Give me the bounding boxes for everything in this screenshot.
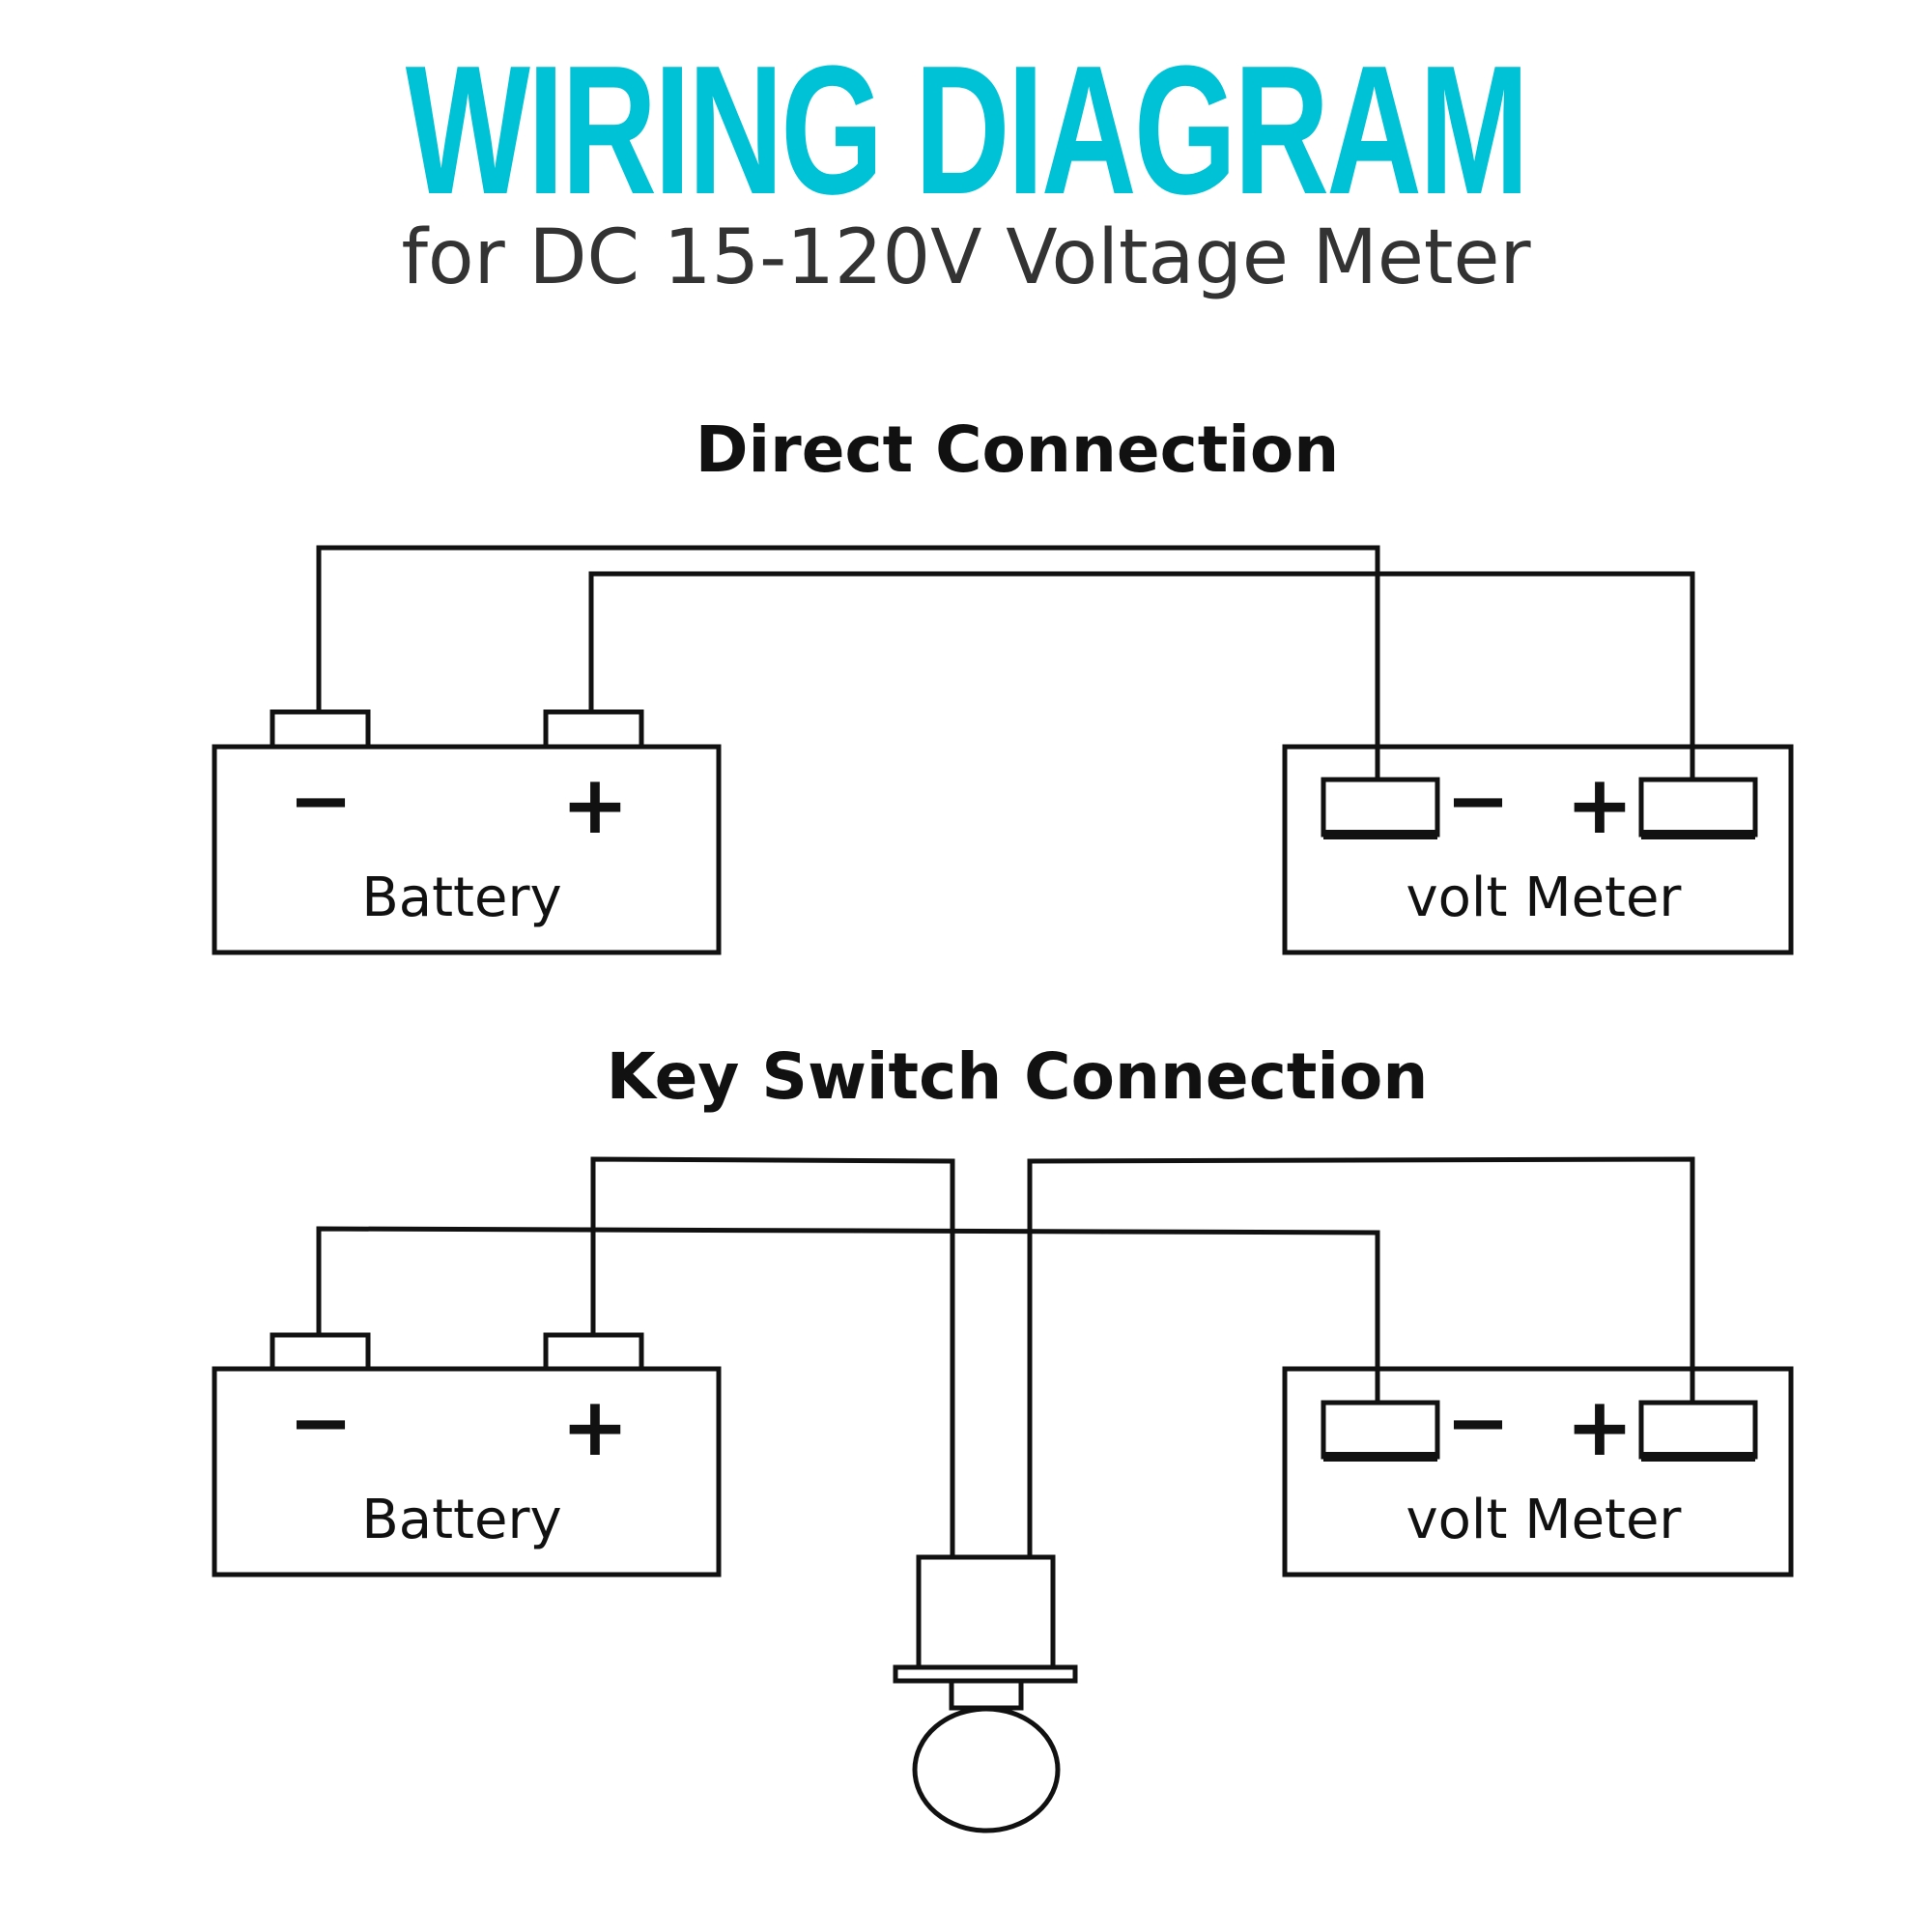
battery-body: [212, 744, 722, 955]
key-switch-knob-icon: [912, 1706, 1061, 1833]
meter-label: volt Meter: [1406, 867, 1683, 929]
key-switch-connection-diagram: Key Switch Connection − + Battery: [212, 1039, 1794, 1833]
battery-plus-sign: +: [561, 1379, 629, 1474]
key-switch-body: [916, 1554, 1056, 1670]
meter-minus-sign: −: [1445, 755, 1510, 845]
meter-label: volt Meter: [1406, 1489, 1683, 1551]
meter-body: [1282, 1366, 1794, 1577]
keyswitch-positive-wire-to-switch: [590, 1156, 955, 1557]
key-switch: [893, 1554, 1078, 1833]
meter-plus-sign: +: [1566, 757, 1634, 852]
direct-positive-wire: [588, 571, 1695, 780]
direct-volt-meter: − + volt Meter: [1282, 744, 1794, 955]
battery-label: Battery: [361, 1489, 561, 1551]
direct-connection-heading: Direct Connection: [696, 412, 1340, 487]
meter-plus-sign: +: [1566, 1379, 1634, 1474]
direct-connection-diagram: Direct Connection − + Battery −: [212, 412, 1794, 955]
meter-positive-terminal: [1638, 777, 1758, 838]
meter-negative-terminal: [1321, 777, 1440, 838]
page-title: WIRING DIAGRAM: [405, 28, 1529, 233]
meter-negative-terminal: [1321, 1400, 1440, 1460]
battery-positive-terminal: [543, 709, 644, 750]
meter-positive-terminal: [1638, 1400, 1758, 1460]
keyswitch-battery: − + Battery: [212, 1332, 722, 1577]
meter-minus-sign: −: [1445, 1378, 1510, 1467]
keyswitch-negative-wire: [316, 1226, 1380, 1403]
meter-body: [1282, 744, 1794, 955]
battery-negative-terminal: [270, 1332, 371, 1372]
page-subtitle: for DC 15-120V Voltage Meter: [401, 214, 1531, 301]
battery-plus-sign: +: [561, 757, 629, 852]
battery-body: [212, 1366, 722, 1577]
battery-minus-sign: −: [288, 1378, 353, 1467]
keyswitch-switch-to-meter-wire: [1027, 1156, 1695, 1557]
keyswitch-volt-meter: − + volt Meter: [1282, 1366, 1794, 1577]
key-switch-connection-heading: Key Switch Connection: [607, 1039, 1429, 1114]
battery-label: Battery: [361, 867, 561, 929]
key-switch-neck: [949, 1678, 1024, 1711]
battery-minus-sign: −: [288, 755, 353, 845]
battery-negative-terminal: [270, 709, 371, 750]
direct-negative-wire: [316, 545, 1380, 780]
direct-battery: − + Battery: [212, 709, 722, 955]
battery-positive-terminal: [543, 1332, 644, 1372]
